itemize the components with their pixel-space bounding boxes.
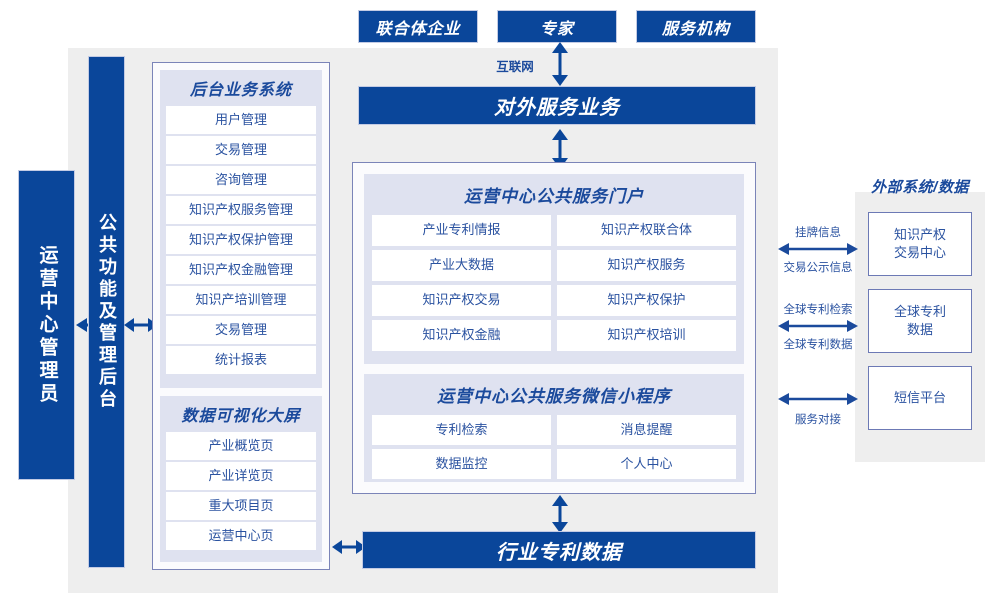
grid-item[interactable]: 知识产权交易 [372,285,551,316]
external-box-ip-exchange-center[interactable]: 知识产权 交易中心 [868,212,972,276]
public-portal-group: 运营中心公共服务门户 产业专利情报 知识产权联合体 产业大数据 知识产权服务 知… [364,174,744,364]
wechat-miniprogram-title: 运营中心公共服务微信小程序 [437,387,671,406]
grid-item[interactable]: 知识产权联合体 [557,215,736,246]
external-box-global-patent-data[interactable]: 全球专利 数据 [868,289,972,353]
visualization-screen-title: 数据可视化大屏 [181,408,301,425]
connector-label-listing-info: 挂牌信息 [795,227,841,239]
list-item[interactable]: 交易管理 [166,316,316,344]
external-systems-title: 外部系统/数据 [871,179,969,196]
backend-system-list: 用户管理 交易管理 咨询管理 知识产权服务管理 知识产权保护管理 知识产权金融管… [160,106,322,380]
connector-arrow-sms [778,390,858,408]
role-bar-public-function-backend[interactable]: 公共功能及管理后台 [88,56,125,568]
role-bar-operation-admin[interactable]: 运营中心管理员 [18,170,75,480]
grid-item[interactable]: 消息提醒 [557,415,736,445]
list-item[interactable]: 统计报表 [166,346,316,374]
connector-arrow-global-patent [778,317,858,335]
grid-item[interactable]: 知识产权金融 [372,320,551,351]
grid-item[interactable]: 知识产权培训 [557,320,736,351]
list-item[interactable]: 产业详览页 [166,462,316,490]
list-item[interactable]: 知识产权服务管理 [166,196,316,224]
grid-item[interactable]: 产业专利情报 [372,215,551,246]
visualization-screen-group: 数据可视化大屏 产业概览页 产业详览页 重大项目页 运营中心页 [160,396,322,562]
backend-system-title: 后台业务系统 [189,82,292,99]
grid-item[interactable]: 专利检索 [372,415,551,445]
list-item[interactable]: 产业概览页 [166,432,316,460]
wechat-miniprogram-grid: 专利检索 消息提醒 数据监控 个人中心 [364,415,744,487]
list-item[interactable]: 用户管理 [166,106,316,134]
connector-label-global-patent-data: 全球专利数据 [783,339,853,351]
list-item[interactable]: 运营中心页 [166,522,316,550]
grid-item[interactable]: 知识产权服务 [557,250,736,281]
portal-to-data-arrow [548,495,572,533]
internet-arrow [548,42,572,86]
connector-label-global-patent-search: 全球专利检索 [783,304,853,316]
connector-label-trade-public-info: 交易公示信息 [783,262,853,274]
list-item[interactable]: 知识产培训管理 [166,286,316,314]
actor-box-service-org[interactable]: 服务机构 [636,10,756,43]
backend-to-data-arrow [332,535,366,559]
industry-patent-data-bar[interactable]: 行业专利数据 [362,531,756,569]
list-item[interactable]: 重大项目页 [166,492,316,520]
grid-item[interactable]: 个人中心 [557,449,736,479]
list-item[interactable]: 交易管理 [166,136,316,164]
grid-item[interactable]: 产业大数据 [372,250,551,281]
connector-arrow-ip-exchange [778,240,858,258]
external-box-global-patent-data-label: 全球专利 数据 [893,304,946,337]
external-box-sms-platform[interactable]: 短信平台 [868,366,972,430]
internet-label: 互联网 [496,60,534,74]
list-item[interactable]: 知识产权保护管理 [166,226,316,254]
actor-box-consortium[interactable]: 联合体企业 [358,10,478,43]
grid-item[interactable]: 知识产权保护 [557,285,736,316]
grid-item[interactable]: 数据监控 [372,449,551,479]
list-item[interactable]: 咨询管理 [166,166,316,194]
external-service-bar[interactable]: 对外服务业务 [358,86,756,125]
external-box-ip-exchange-center-label: 知识产权 交易中心 [893,227,946,260]
list-item[interactable]: 知识产权金融管理 [166,256,316,284]
role-bar-public-function-backend-label: 公共功能及管理后台 [96,213,117,411]
backend-system-group: 后台业务系统 用户管理 交易管理 咨询管理 知识产权服务管理 知识产权保护管理 … [160,70,322,388]
wechat-miniprogram-group: 运营中心公共服务微信小程序 专利检索 消息提醒 数据监控 个人中心 [364,374,744,482]
role-bar-operation-admin-label: 运营中心管理员 [36,244,58,406]
external-box-sms-platform-label: 短信平台 [893,390,946,406]
public-portal-grid: 产业专利情报 知识产权联合体 产业大数据 知识产权服务 知识产权交易 知识产权保… [364,215,744,359]
public-portal-title: 运营中心公共服务门户 [464,187,644,206]
connector-label-service-docking: 服务对接 [795,414,841,426]
visualization-screen-list: 产业概览页 产业详览页 重大项目页 运营中心页 [160,432,322,556]
actor-box-expert[interactable]: 专家 [497,10,617,43]
